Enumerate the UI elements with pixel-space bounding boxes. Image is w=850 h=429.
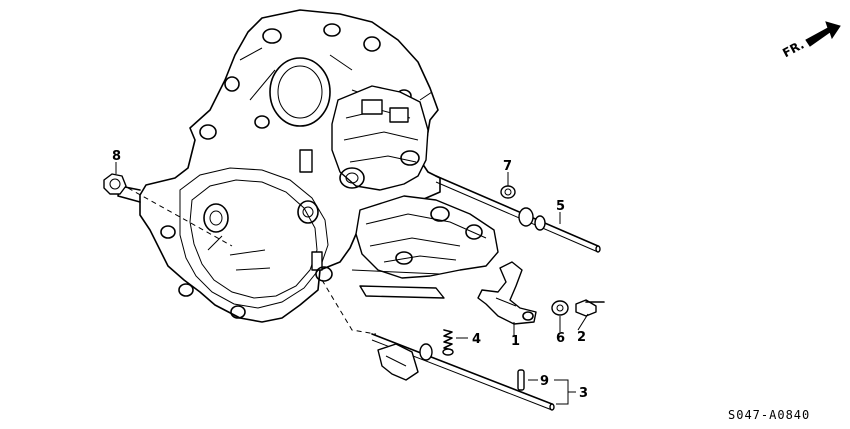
dashed-guides xyxy=(127,187,377,335)
part-1-shift-fork xyxy=(477,261,537,325)
front-arrow-icon xyxy=(805,21,841,47)
part-6-washer xyxy=(551,300,569,316)
part-4-spring xyxy=(442,329,454,356)
part-7-clip xyxy=(500,185,516,199)
leader-lines xyxy=(115,162,589,405)
callout-9: 9 xyxy=(540,374,549,389)
part-2-bolt xyxy=(575,299,605,317)
callout-3: 3 xyxy=(579,386,588,401)
part-8-nut xyxy=(103,173,127,195)
drawing-code: S047-A0840 xyxy=(728,408,810,422)
part-3-shift-shaft xyxy=(371,333,555,411)
callout-8: 8 xyxy=(112,149,121,164)
front-label: FR. xyxy=(780,37,806,60)
callout-1: 1 xyxy=(511,334,520,349)
callout-7: 7 xyxy=(503,159,512,174)
part-9-roll-pin xyxy=(517,369,525,391)
front-direction-indicator: FR. xyxy=(780,21,841,60)
callout-5: 5 xyxy=(556,199,565,214)
callout-4: 4 xyxy=(472,332,481,347)
callout-2: 2 xyxy=(577,330,586,345)
callout-labels: 1 2 3 4 5 6 7 8 9 xyxy=(112,149,588,401)
part-5-shift-rod xyxy=(435,175,601,253)
callout-6: 6 xyxy=(556,331,565,346)
shift-mechanism-block xyxy=(299,85,499,299)
